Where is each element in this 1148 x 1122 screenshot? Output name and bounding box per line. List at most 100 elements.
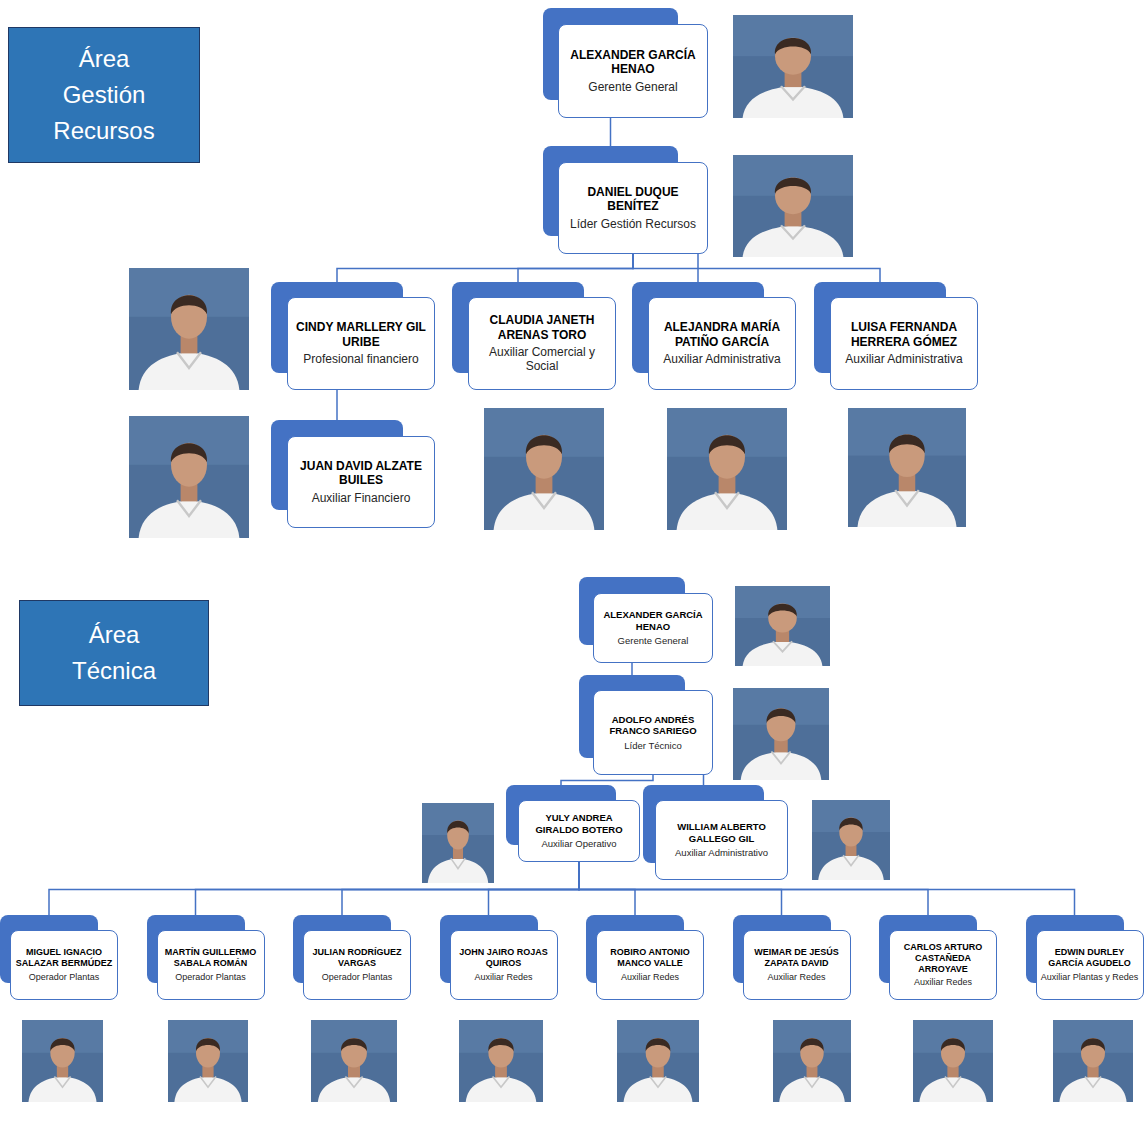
org-node: JOHN JAIRO ROJAS QUIROSAuxiliar Redes [440, 915, 558, 1000]
connector [579, 862, 635, 915]
photo [311, 1020, 397, 1102]
photo-part [168, 1020, 248, 1102]
person-name: JUAN DAVID ALZATE BUILES [294, 459, 428, 488]
card-content: MARTÍN GUILLERMO SABALA ROMÁNOperador Pl… [162, 947, 260, 982]
photo-part [617, 1020, 699, 1102]
photo [733, 15, 853, 118]
card-content: DANIEL DUQUE BENÍTEZ Líder Gestión Recurs… [565, 185, 701, 231]
org-node: MIGUEL IGNACIO SALAZAR BERMÚDEZOperador … [0, 915, 118, 1000]
connector [336, 390, 338, 420]
org-node: DANIEL DUQUE BENÍTEZ Líder Gestión Recurs… [543, 146, 708, 254]
org-node: JULIAN RODRÍGUEZ VARGAS Operador Plantas [293, 915, 411, 1000]
job-title: Gerente General [565, 80, 701, 94]
node-card: ROBIRO ANTONIO MANCO VALLEAuxiliar Redes [596, 930, 704, 1000]
photo-part [733, 688, 829, 780]
photo [422, 803, 494, 883]
org-node: YULY ANDREA GIRALDO BOTERO Auxiliar Opera… [506, 785, 640, 862]
photo [735, 586, 830, 666]
job-title: Auxiliar Operativo [523, 838, 635, 849]
card-content: YULY ANDREA GIRALDO BOTERO Auxiliar Opera… [523, 812, 635, 849]
node-card: CINDY MARLLERY GIL URIBEProfesional fina… [287, 297, 435, 390]
area-title: Área Gestión Recursos [42, 41, 167, 149]
card-content: ROBIRO ANTONIO MANCO VALLEAuxiliar Redes [601, 947, 699, 982]
photo-part [484, 408, 604, 530]
photo-part [848, 408, 966, 527]
connector [631, 663, 633, 675]
photo [848, 408, 966, 527]
person-name: JOHN JAIRO ROJAS QUIROS [455, 947, 553, 969]
connector [518, 254, 633, 282]
photo-part [22, 1020, 103, 1102]
job-title: Operador Plantas [308, 972, 406, 983]
connector [633, 254, 880, 282]
person-name: CLAUDIA JANETH ARENAS TORO [475, 313, 609, 342]
job-title: Auxiliar Plantas y Redes [1041, 972, 1139, 983]
person-name: WILLIAM ALBERTO GALLEGO GIL [660, 821, 783, 844]
card-content: ADOLFO ANDRÉS FRANCO SARIEGO Líder Técnic… [598, 714, 708, 751]
photo [459, 1020, 543, 1102]
node-card: MIGUEL IGNACIO SALAZAR BERMÚDEZOperador … [10, 930, 118, 1000]
node-card: ADOLFO ANDRÉS FRANCO SARIEGO Líder Técnic… [593, 690, 713, 775]
photo [484, 408, 604, 530]
photo-part [773, 1020, 851, 1102]
connector [489, 862, 580, 915]
job-title: Auxiliar Administrativa [655, 352, 789, 366]
job-title: Líder Técnico [598, 740, 708, 751]
node-card: DANIEL DUQUE BENÍTEZ Líder Gestión Recurs… [558, 162, 708, 254]
photo [773, 1020, 851, 1102]
job-title: Auxiliar Comercial y Social [475, 345, 609, 374]
node-card: JULIAN RODRÍGUEZ VARGAS Operador Plantas [303, 930, 411, 1000]
photo-part [422, 803, 494, 883]
connector [579, 862, 1075, 915]
photo [733, 688, 829, 780]
person-name: WEIMAR DE JESÚS ZAPATA DAVID [748, 947, 846, 969]
person-name: JULIAN RODRÍGUEZ VARGAS [308, 947, 406, 969]
photo [812, 800, 890, 880]
org-node: LUISA FERNANDA HERRERA GÓMEZ Auxiliar Adm… [814, 282, 978, 390]
photo-part [733, 15, 853, 118]
photo-part [913, 1020, 993, 1102]
person-name: ALEXANDER GARCÍA HENAO [565, 48, 701, 77]
photo [129, 416, 249, 538]
photo-part [667, 408, 787, 530]
person-name: ADOLFO ANDRÉS FRANCO SARIEGO [598, 714, 708, 737]
photo-part [812, 800, 890, 880]
org-node: EDWIN DURLEY GARCÍA AGUDELO Auxiliar Plan… [1026, 915, 1144, 1000]
node-card: JOHN JAIRO ROJAS QUIROSAuxiliar Redes [450, 930, 558, 1000]
photo-part [129, 268, 249, 390]
area-label: Área Técnica [19, 600, 209, 706]
job-title: Auxiliar Redes [748, 972, 846, 983]
job-title: Profesional financiero [294, 352, 428, 366]
org-node: WEIMAR DE JESÚS ZAPATA DAVID Auxiliar Red… [733, 915, 851, 1000]
job-title: Auxiliar Redes [601, 972, 699, 983]
person-name: YULY ANDREA GIRALDO BOTERO [523, 812, 635, 835]
card-content: LUISA FERNANDA HERRERA GÓMEZ Auxiliar Adm… [837, 320, 971, 366]
card-content: JULIAN RODRÍGUEZ VARGAS Operador Plantas [308, 947, 406, 982]
area-title: Área Técnica [52, 617, 177, 689]
org-node: ALEXANDER GARCÍA HENAOGerente General [579, 577, 713, 663]
card-content: ALEXANDER GARCÍA HENAOGerente General [598, 609, 708, 646]
node-card: WILLIAM ALBERTO GALLEGO GILAuxiliar Admi… [655, 800, 788, 880]
person-name: EDWIN DURLEY GARCÍA AGUDELO [1041, 947, 1139, 969]
connector [610, 118, 612, 146]
card-content: JUAN DAVID ALZATE BUILESAuxiliar Financi… [294, 459, 428, 505]
photo-part [1053, 1020, 1133, 1102]
org-node: CINDY MARLLERY GIL URIBEProfesional fina… [271, 282, 435, 390]
node-card: ALEXANDER GARCÍA HENAOGerente General [593, 593, 713, 663]
photo-part [733, 155, 853, 257]
person-name: LUISA FERNANDA HERRERA GÓMEZ [837, 320, 971, 349]
photo [617, 1020, 699, 1102]
person-name: DANIEL DUQUE BENÍTEZ [565, 185, 701, 214]
person-name: CARLOS ARTURO CASTAÑEDA ARROYAVE [894, 942, 992, 974]
person-name: MIGUEL IGNACIO SALAZAR BERMÚDEZ [15, 947, 113, 969]
org-node: CARLOS ARTURO CASTAÑEDA ARROYAVEAuxiliar… [879, 915, 997, 1000]
connector [703, 775, 705, 785]
photo-part [311, 1020, 397, 1102]
org-node: MARTÍN GUILLERMO SABALA ROMÁNOperador Pl… [147, 915, 265, 1000]
node-card: WEIMAR DE JESÚS ZAPATA DAVID Auxiliar Red… [743, 930, 851, 1000]
photo [129, 268, 249, 390]
job-title: Auxiliar Administrativa [837, 352, 971, 366]
job-title: Líder Gestión Recursos [565, 217, 701, 231]
org-node: JUAN DAVID ALZATE BUILESAuxiliar Financi… [271, 420, 435, 528]
